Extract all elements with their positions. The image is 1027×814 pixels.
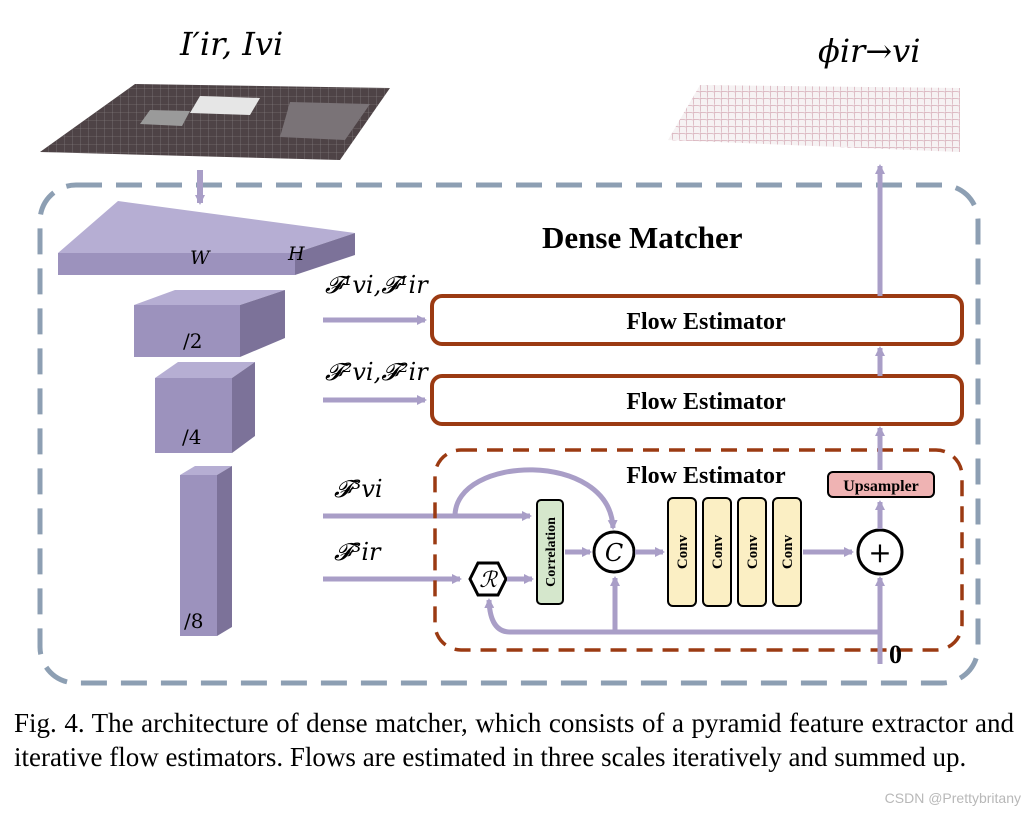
zero-init-label: 0: [889, 640, 902, 669]
zero-to-resample-arrow: [484, 598, 615, 635]
input-images-label: I′ir, Ivi: [179, 25, 283, 63]
feature-ir3-label: 𝓕³ir: [334, 538, 382, 566]
output-flow-image: [668, 85, 960, 152]
conv-label-1: Conv: [675, 534, 691, 569]
conv-block-2: [702, 497, 732, 607]
conv-block-4: [772, 497, 802, 607]
pyramid-div8-label: /8: [184, 609, 203, 633]
conv-label-4: Conv: [780, 534, 796, 569]
upsampler-label: Upsampler: [843, 478, 919, 495]
feature-level-2-label: 𝓕²vi,𝓕²ir: [325, 358, 429, 386]
conv-block-1: [667, 497, 697, 607]
sum-node: [856, 528, 904, 576]
pyramid-div2-label: /2: [183, 329, 202, 353]
upsampler-box: [827, 471, 935, 498]
sum-label: +: [868, 536, 891, 569]
pyramid-w-label: W: [190, 247, 211, 269]
concat-node: [592, 530, 636, 574]
concat-label: C: [605, 539, 623, 567]
figure-caption: Fig. 4. The architecture of dense matche…: [14, 708, 1014, 772]
pyramid-level-3: [155, 362, 255, 453]
conv-label-2: Conv: [710, 534, 726, 569]
dense-matcher-frame: [37, 182, 981, 686]
flow-estimator-2-label: Flow Estimator: [626, 389, 786, 415]
flow-estimator-1-label: Flow Estimator: [626, 309, 786, 335]
conv-label-3: Conv: [745, 534, 761, 569]
vi-to-concat-curve: [452, 467, 618, 530]
dense-matcher-diagram: I′ir, Ivi ϕir→vi W H /2 /4 /8 Dense Matc…: [37, 25, 981, 686]
watermark: CSDN @Prettybritany: [884, 790, 1021, 806]
correlation-label: Correlation: [544, 517, 559, 587]
resample-node: [468, 561, 508, 597]
pyramid-level-4: [180, 466, 232, 636]
pyramid-h-label: H: [287, 243, 305, 265]
output-flow-label: ϕir→vi: [818, 32, 920, 70]
correlation-box: [536, 499, 564, 605]
feature-vi3-label: 𝓕³vi: [334, 475, 383, 503]
flow-estimator-1-box: [430, 294, 964, 346]
feature-level-1-label: 𝓕¹vi,𝓕¹ir: [325, 271, 429, 299]
flow-estimator-2-box: [430, 374, 964, 426]
dense-matcher-title: Dense Matcher: [542, 220, 743, 255]
resample-label: ℛ: [479, 568, 498, 593]
pyramid-div4-label: /4: [182, 425, 201, 449]
flow-estimator-3-frame: [433, 448, 964, 652]
flow-estimator-3-label: Flow Estimator: [626, 463, 786, 489]
pyramid-level-2: [134, 290, 285, 357]
pyramid-level-1: [58, 201, 355, 275]
conv-block-3: [737, 497, 767, 607]
input-image: [40, 84, 390, 160]
